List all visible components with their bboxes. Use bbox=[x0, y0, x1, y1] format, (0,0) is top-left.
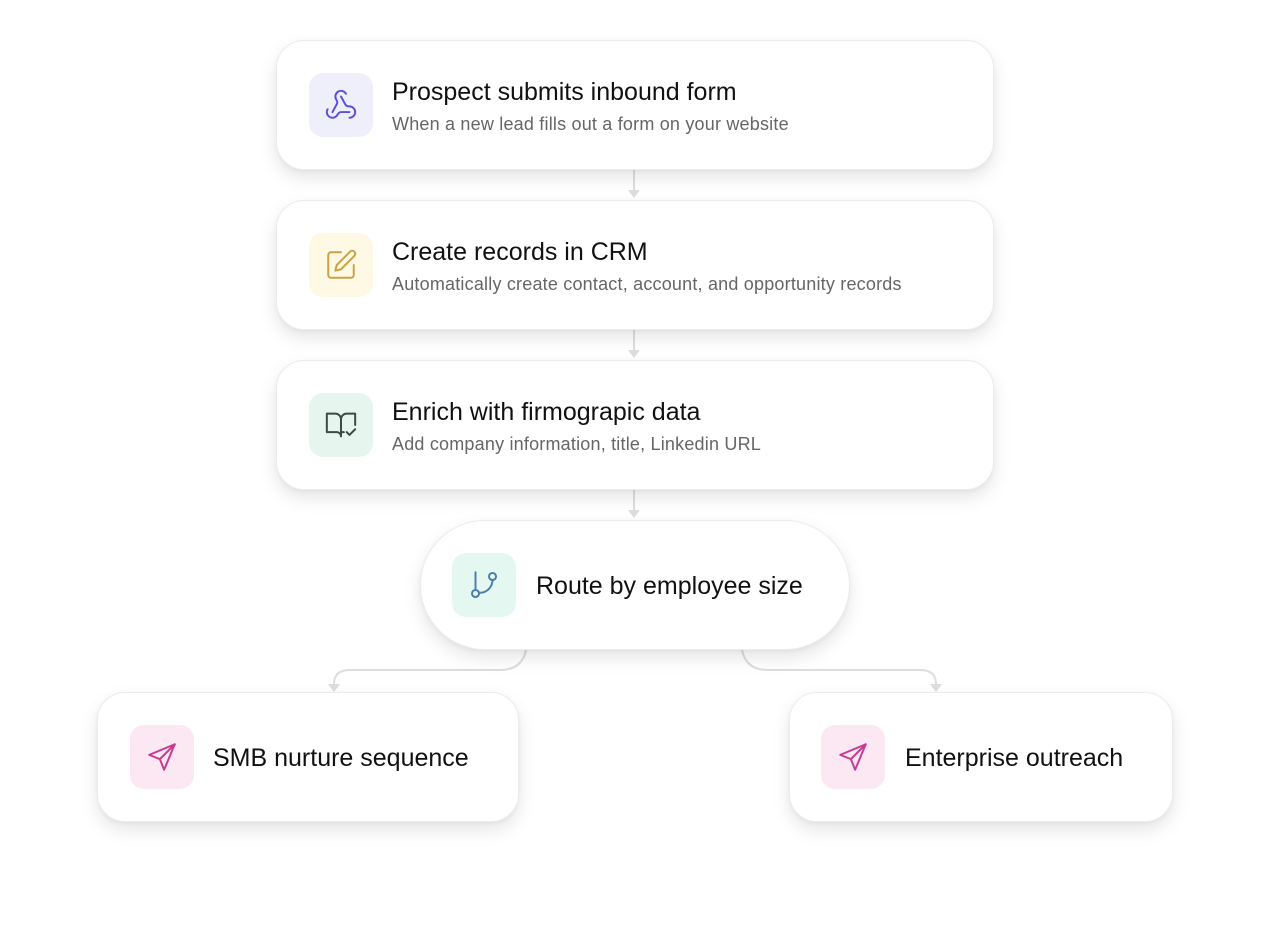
step-icon-container bbox=[452, 553, 516, 617]
step-icon-container bbox=[309, 233, 373, 297]
step-icon-container bbox=[309, 393, 373, 457]
step-title: SMB nurture sequence bbox=[213, 744, 469, 772]
webhook-icon bbox=[325, 89, 357, 119]
step-title: Create records in CRM bbox=[392, 238, 648, 266]
arrowhead bbox=[628, 190, 640, 198]
step-card-enterprise-outreach[interactable]: Enterprise outreach bbox=[789, 692, 1173, 822]
step-title: Prospect submits inbound form bbox=[392, 78, 737, 106]
arrowhead bbox=[628, 350, 640, 358]
step-description: When a new lead fills out a form on your… bbox=[392, 114, 789, 134]
step-icon-container bbox=[821, 725, 885, 789]
book-check-icon bbox=[325, 412, 357, 438]
connector-route-enterprise bbox=[741, 649, 937, 685]
step-card-enrich[interactable]: Enrich with firmograpic data Add company… bbox=[276, 360, 994, 490]
send-icon bbox=[839, 743, 867, 771]
step-card-inbound-form[interactable]: Prospect submits inbound form When a new… bbox=[276, 40, 994, 170]
step-card-route[interactable]: Route by employee size bbox=[420, 520, 850, 650]
step-icon-container bbox=[130, 725, 194, 789]
edit-icon bbox=[327, 249, 357, 279]
step-card-create-records[interactable]: Create records in CRM Automatically crea… bbox=[276, 200, 994, 330]
step-title: Enrich with firmograpic data bbox=[392, 398, 701, 426]
send-icon bbox=[148, 743, 176, 771]
step-description: Add company information, title, Linkedin… bbox=[392, 434, 761, 454]
step-description: Automatically create contact, account, a… bbox=[392, 274, 902, 294]
arrowhead bbox=[930, 684, 942, 692]
arrowhead bbox=[328, 684, 340, 692]
arrowhead bbox=[628, 510, 640, 518]
step-title: Enterprise outreach bbox=[905, 744, 1124, 772]
step-icon-container bbox=[309, 73, 373, 137]
step-card-smb-nurture[interactable]: SMB nurture sequence bbox=[97, 692, 519, 822]
connector-route-smb bbox=[333, 649, 527, 685]
git-branch-icon bbox=[470, 571, 498, 599]
step-title: Route by employee size bbox=[536, 572, 803, 600]
